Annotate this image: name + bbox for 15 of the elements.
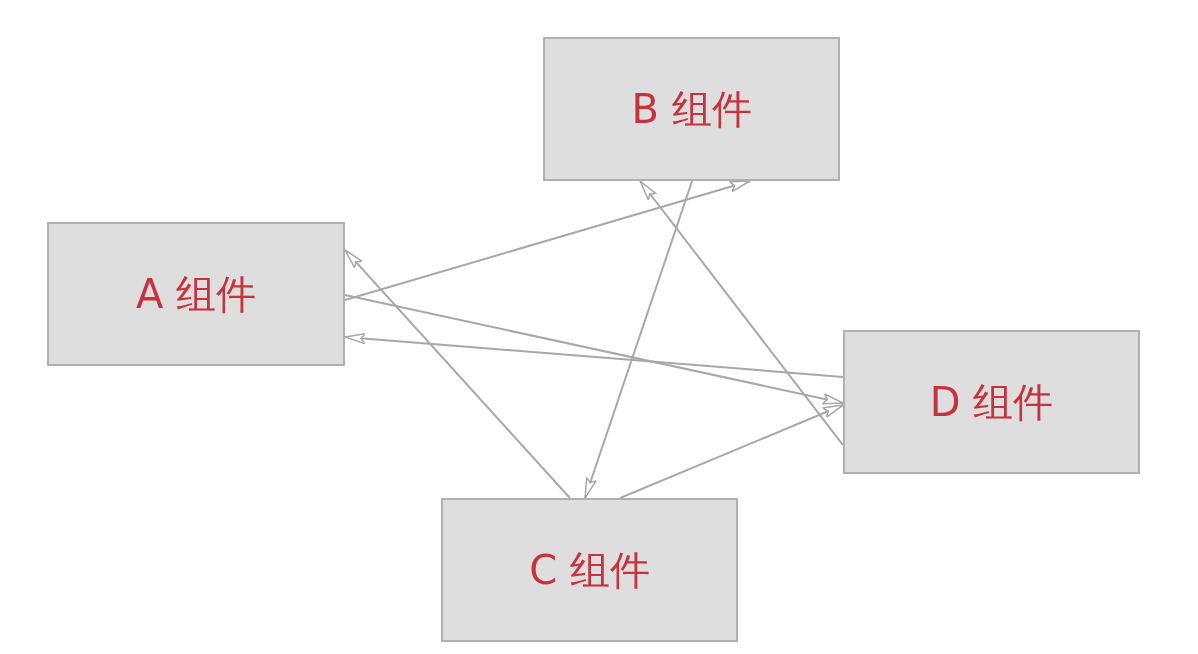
arrow — [619, 404, 844, 499]
component-box — [441, 498, 738, 642]
component-label: A 组件 — [135, 269, 257, 319]
component-box — [47, 222, 345, 366]
arrow — [344, 294, 844, 405]
arrow — [584, 180, 694, 499]
arrow — [639, 180, 844, 447]
arrow — [344, 332, 844, 378]
arrow — [344, 180, 751, 302]
component-label: C 组件 — [529, 545, 650, 595]
arrow — [344, 248, 571, 499]
component-box — [843, 330, 1140, 474]
component-label: D 组件 — [929, 377, 1054, 427]
component-box — [543, 37, 840, 181]
component-label: B 组件 — [631, 84, 752, 134]
